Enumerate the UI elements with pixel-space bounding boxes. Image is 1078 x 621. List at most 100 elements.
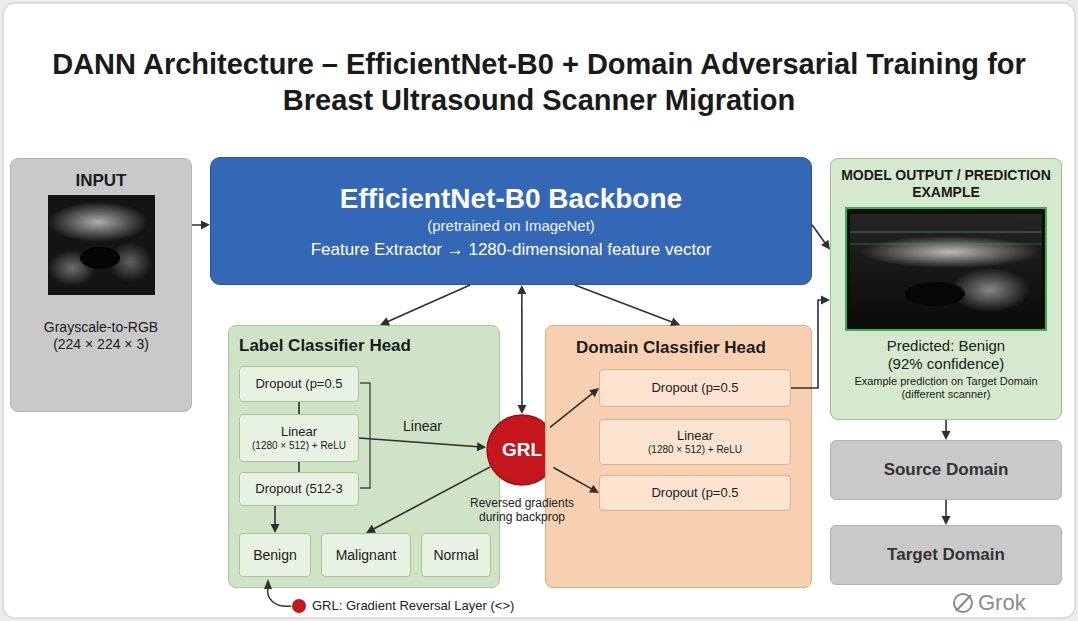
ultrasound-image	[48, 195, 155, 295]
legend-area: GRL: Gradient Reversal Layer (<>)	[312, 598, 514, 614]
connector	[271, 506, 280, 533]
node-body: (1280 × 512) + ReLU	[604, 444, 786, 456]
connector	[299, 402, 300, 414]
node-heading: Normal	[426, 547, 486, 564]
node-heading: Dropout (p=0.5	[244, 376, 354, 392]
arrowhead	[942, 431, 951, 440]
domain-box: Source Domain	[830, 440, 1062, 500]
legend-swatch	[292, 599, 306, 613]
connector	[299, 462, 300, 472]
annotation-area: Reversed gradients during backprop	[463, 496, 581, 525]
node-body: Grayscale-to-RGB (224 × 224 × 3)	[35, 319, 167, 353]
node-heading: Dropout (p=0.5	[604, 380, 786, 396]
connector	[192, 220, 210, 229]
connector	[575, 285, 680, 326]
tissue-echo	[48, 202, 148, 242]
domain-box: Target Domain	[830, 525, 1062, 585]
connector	[380, 285, 470, 325]
arrowhead	[271, 524, 280, 533]
node-heading: Benign	[244, 547, 306, 564]
connector-line	[298, 462, 300, 472]
connector	[791, 296, 830, 388]
connector-line	[274, 506, 276, 525]
connector-line	[359, 438, 478, 447]
backbone-box: EfficientNet-B0 Backbone(pretrained on I…	[210, 157, 812, 285]
node-heading: Dropout (512-3	[244, 481, 354, 497]
title-area: DANN Architecture – EfficientNet-B0 + Do…	[20, 46, 1058, 118]
arrowhead	[942, 516, 951, 525]
node-body: (1280 × 512) + ReLU	[244, 440, 354, 452]
node-heading: Source Domain	[835, 460, 1057, 480]
node-heading: Domain Classifier Head	[576, 338, 807, 358]
connector-line	[945, 420, 947, 432]
dropout-box: Dropout (512-3	[239, 472, 359, 506]
detection-line	[850, 244, 1042, 245]
tissue-echo	[950, 268, 1030, 312]
arrowhead	[477, 442, 486, 451]
connector	[812, 225, 830, 250]
label-head-panel: Label Classifier HeadDropout (p=0.5Linea…	[228, 325, 500, 588]
arrowhead	[821, 240, 830, 250]
connector	[517, 285, 526, 414]
dropout-box: Dropout (p=0.5	[599, 369, 791, 407]
connector-line	[192, 224, 202, 226]
arrowhead	[670, 318, 680, 326]
connector	[550, 388, 599, 427]
connector-line	[945, 500, 947, 517]
annotation: Reversed gradients during backprop	[463, 496, 581, 525]
edge-label: Linear	[403, 418, 442, 435]
connector-line	[521, 293, 523, 406]
linear-box: Linear(1280 × 512) + ReLU	[599, 419, 791, 465]
lesion	[80, 247, 120, 269]
node-heading: INPUT	[15, 171, 187, 191]
connector	[942, 420, 951, 440]
node-body: Example prediction on Target Domain (dif…	[840, 375, 1052, 401]
class-box: Normal	[421, 533, 491, 577]
node-heading: Target Domain	[835, 545, 1057, 565]
node-heading: Label Classifier Head	[239, 336, 495, 356]
connector-line	[791, 300, 823, 388]
lesion	[905, 282, 965, 306]
connector-line	[298, 402, 300, 414]
legend-text: GRL: Gradient Reversal Layer (<>)	[312, 598, 514, 614]
arrowhead	[366, 525, 376, 533]
node-heading: GRL	[490, 439, 554, 462]
arrowhead	[821, 296, 830, 305]
connector-line	[387, 285, 470, 322]
connector-line	[575, 285, 673, 322]
node-body: (pretrained on ImageNet)	[215, 217, 807, 235]
ultrasound-image	[846, 208, 1046, 330]
arrowhead	[380, 317, 390, 325]
node-heading: Dropout (p=0.5	[604, 485, 786, 501]
class-box: Malignant	[321, 533, 411, 577]
node-heading: Linear	[244, 424, 354, 440]
arrowhead	[517, 405, 526, 414]
detection-line	[850, 232, 1042, 233]
output-panel: MODEL OUTPUT / PREDICTION EXAMPLE Predict…	[830, 158, 1062, 420]
connector	[942, 500, 951, 525]
node-body: Predicted: Benign (92% confidence)	[875, 337, 1017, 373]
tissue-echo	[850, 214, 1042, 326]
tissue-echo	[48, 250, 96, 286]
class-box: Benign	[239, 533, 311, 577]
watermark-area: Grok	[978, 590, 1068, 616]
node-heading: MODEL OUTPUT / PREDICTION EXAMPLE	[840, 167, 1052, 201]
tissue-echo	[860, 236, 1040, 268]
edge-label-area: Linear	[403, 418, 442, 435]
connector	[553, 468, 599, 493]
bracket	[360, 383, 370, 488]
connector	[359, 438, 486, 451]
node-heading: EfficientNet-B0 Backbone	[215, 182, 807, 216]
node-body: Feature Extractor → 1280-dimensional fea…	[215, 240, 807, 260]
watermark-icon	[954, 594, 972, 612]
arrowhead	[589, 485, 599, 493]
input-panel: INPUT Grayscale-to-RGB (224 × 224 × 3)	[10, 158, 192, 412]
page-background	[3, 3, 1075, 618]
watermark-icon	[956, 595, 971, 611]
arrowhead	[589, 388, 599, 397]
connector-line	[812, 225, 825, 243]
legend-pointer	[268, 588, 291, 606]
dropout-box: Dropout (p=0.5	[239, 366, 359, 402]
node-heading: Malignant	[326, 547, 406, 564]
connector-line	[550, 393, 593, 427]
